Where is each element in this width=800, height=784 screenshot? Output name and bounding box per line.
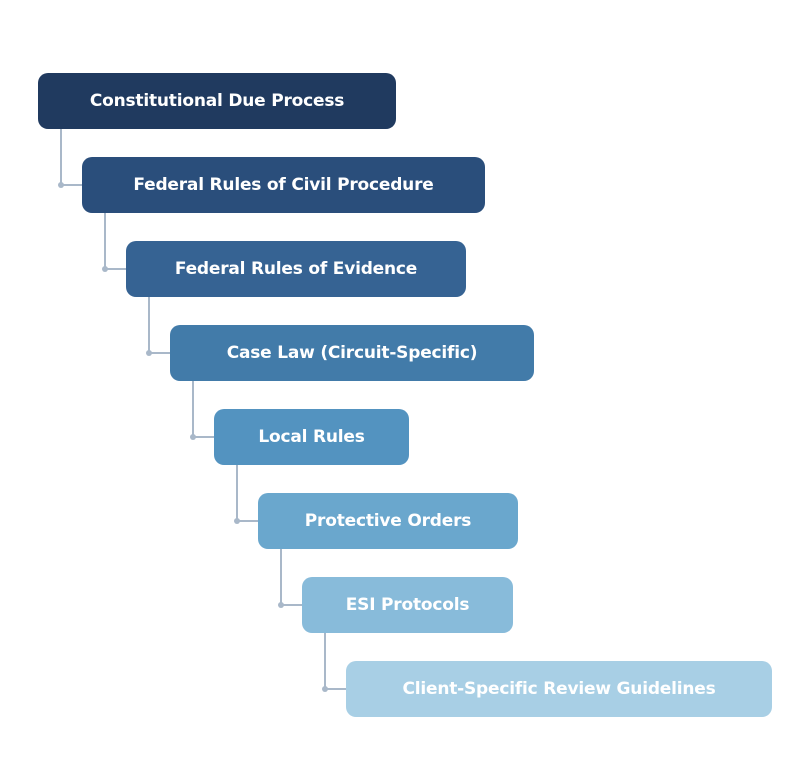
connector-vertical xyxy=(60,129,62,185)
connector-dot xyxy=(102,266,108,272)
level-label: Federal Rules of Evidence xyxy=(174,259,418,279)
level-box-7: ESI Protocols xyxy=(302,577,513,633)
connector-horizontal xyxy=(149,352,170,354)
connector-vertical xyxy=(192,381,194,437)
level-label: Constitutional Due Process xyxy=(89,91,345,111)
level-label: Federal Rules of Civil Procedure xyxy=(133,175,434,195)
level-box-6: Protective Orders xyxy=(258,493,518,549)
level-box-4: Case Law (Circuit-Specific) xyxy=(170,325,534,381)
connector-dot xyxy=(278,602,284,608)
level-box-2: Federal Rules of Civil Procedure xyxy=(82,157,485,213)
connector-vertical xyxy=(148,297,150,353)
level-box-5: Local Rules xyxy=(214,409,409,465)
connector-dot xyxy=(190,434,196,440)
connector-horizontal xyxy=(61,184,82,186)
connector-vertical xyxy=(236,465,238,521)
connector-vertical xyxy=(280,549,282,605)
level-label: Client-Specific Review Guidelines xyxy=(402,679,716,699)
connector-horizontal xyxy=(281,604,302,606)
level-label: ESI Protocols xyxy=(345,595,470,615)
connector-vertical xyxy=(324,633,326,689)
connector-horizontal xyxy=(105,268,126,270)
level-label: Protective Orders xyxy=(304,511,472,531)
connector-dot xyxy=(234,518,240,524)
level-box-8: Client-Specific Review Guidelines xyxy=(346,661,772,717)
level-box-1: Constitutional Due Process xyxy=(38,73,396,129)
level-label: Local Rules xyxy=(258,427,365,447)
connector-dot xyxy=(58,182,64,188)
connector-horizontal xyxy=(325,688,346,690)
connector-horizontal xyxy=(237,520,258,522)
connector-dot xyxy=(146,350,152,356)
connector-dot xyxy=(322,686,328,692)
level-box-3: Federal Rules of Evidence xyxy=(126,241,466,297)
connector-horizontal xyxy=(193,436,214,438)
level-label: Case Law (Circuit-Specific) xyxy=(226,343,478,363)
connector-vertical xyxy=(104,213,106,269)
